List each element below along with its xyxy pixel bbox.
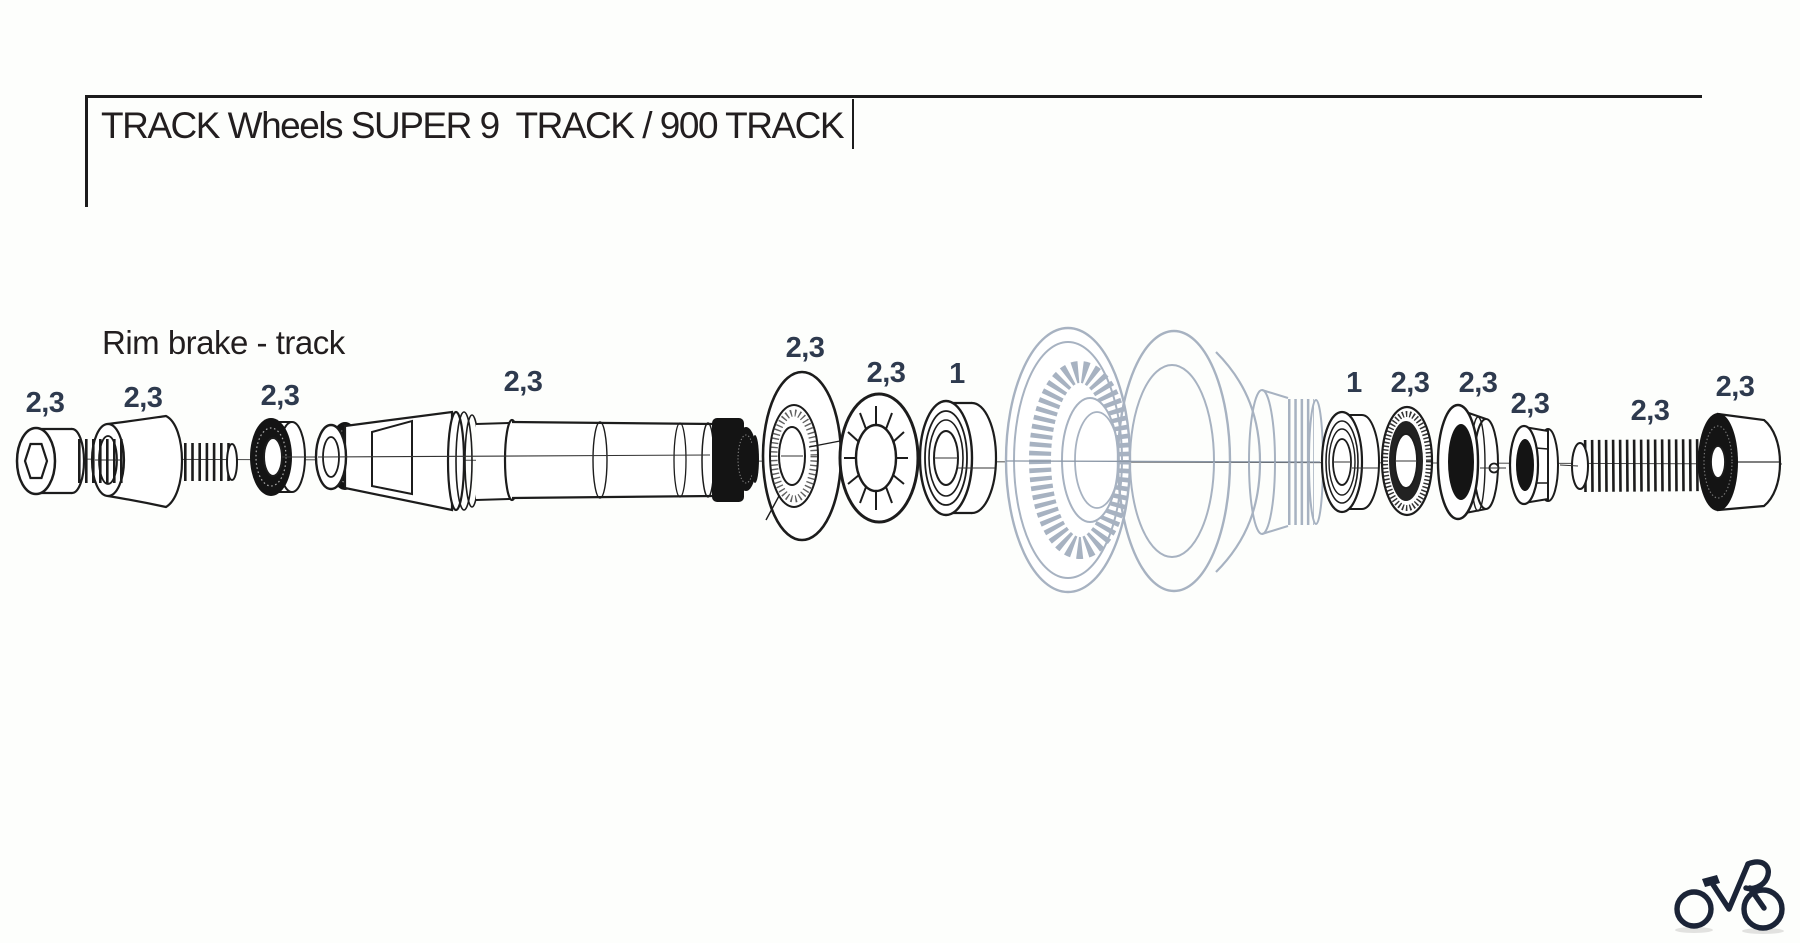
logo-shadow: [1742, 928, 1784, 934]
logo-frame-curve: [1743, 859, 1771, 892]
part-label: 2,3: [1631, 395, 1670, 427]
bicycle-logo: [1674, 859, 1785, 934]
part-label: 2,3: [786, 332, 825, 364]
section-label: Rim brake - track: [102, 324, 345, 361]
axle-keyway: [371, 419, 413, 496]
part-label: 2,3: [1511, 388, 1550, 420]
part-dust-cover: [761, 370, 843, 542]
hub-centerline: [1005, 460, 1321, 463]
part-label: 1: [1346, 367, 1362, 399]
logo-wheel-right: [1741, 887, 1785, 931]
part-label: 2,3: [124, 382, 163, 414]
part-axle: [314, 410, 759, 512]
part-label: 1: [949, 358, 965, 390]
part-cone-right: [1436, 403, 1506, 521]
part-label: 2,3: [1716, 371, 1755, 403]
logo-frame: [1709, 861, 1751, 912]
logo-wheel-left: [1674, 889, 1714, 929]
page-title[interactable]: TRACK Wheels SUPER 9 TRACK / 900 TRACK: [101, 105, 845, 146]
part-hub-body: [1004, 326, 1324, 594]
part-socket-head-bolt: [15, 426, 126, 496]
part-label: 2,3: [1391, 367, 1430, 399]
part-threaded-axle-end: [1559, 439, 1721, 492]
part-label: 2,3: [1459, 367, 1498, 399]
part-knurled-seal-ring: [250, 418, 318, 496]
star-washer-teeth: [844, 406, 908, 510]
part-end-cap: [1698, 412, 1782, 512]
hex-socket: [23, 442, 49, 480]
title-box-left-border: [85, 95, 88, 207]
logo-shadow: [1675, 927, 1713, 933]
part-lock-nut: [1508, 424, 1559, 506]
part-label: 2,3: [867, 357, 906, 389]
part-label: 2,3: [504, 366, 543, 398]
part-star-washer: [838, 392, 920, 524]
text-cursor: [852, 99, 854, 149]
part-seal-ring-right: [1380, 405, 1434, 517]
title-box-top-border: [85, 95, 1702, 98]
hub-spline-ring: [1029, 361, 1131, 559]
part-bearing-left: [918, 399, 998, 517]
part-label: 2,3: [26, 387, 65, 419]
part-bearing-right: [1320, 410, 1380, 514]
part-label: 2,3: [261, 380, 300, 412]
logo-frame-leg: [1747, 885, 1767, 911]
